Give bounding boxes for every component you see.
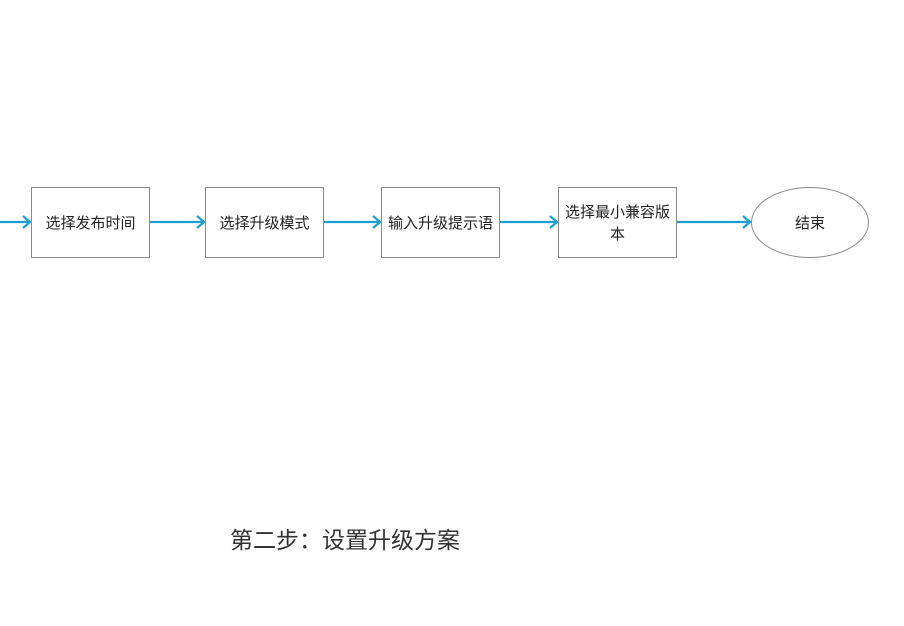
arrow-node-3-to-4 (500, 215, 559, 229)
flow-node-select-upgrade-mode: 选择升级模式 (205, 187, 324, 258)
node-label: 输入升级提示语 (387, 213, 493, 232)
flow-node-select-publish-time: 选择发布时间 (31, 187, 150, 258)
flow-node-select-min-compatible-version: 选择最小兼容版本 (558, 187, 677, 258)
flow-node-enter-upgrade-prompt: 输入升级提示语 (381, 187, 500, 258)
node-label: 选择升级模式 (219, 213, 310, 232)
arrow-into-node-1 (0, 215, 32, 229)
flow-node-end: 结束 (751, 187, 869, 258)
node-label: 结束 (794, 213, 825, 232)
arrow-node-2-to-3 (324, 215, 382, 229)
node-label: 选择最小兼容版本 (564, 202, 670, 243)
arrow-node-4-to-end (677, 215, 752, 229)
arrow-node-1-to-2 (150, 215, 206, 229)
node-label: 选择发布时间 (45, 213, 136, 232)
diagram-caption: 第二步：设置升级方案 (230, 528, 460, 554)
